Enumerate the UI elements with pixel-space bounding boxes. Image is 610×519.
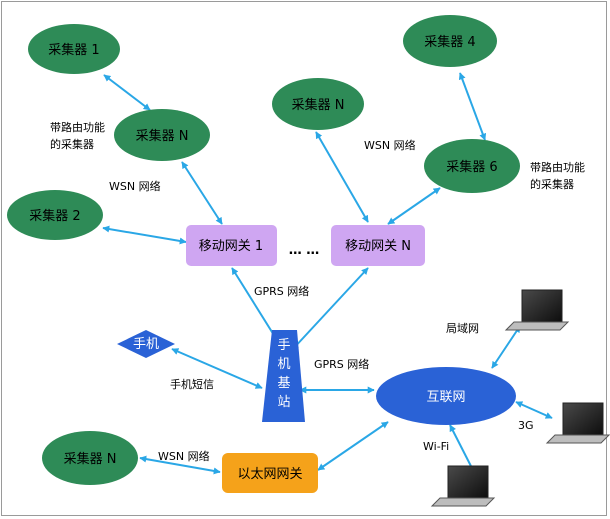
internet: 互联网 <box>376 367 516 425</box>
mobile-gateway-n-label: 移动网关 N <box>345 239 411 254</box>
base-station-char-1: 手 <box>277 338 290 353</box>
label-3g: 3G <box>518 419 534 432</box>
internet-shape <box>376 367 516 425</box>
collector-4-label: 采集器 4 <box>424 34 475 50</box>
label-wsn-right: WSN 网络 <box>364 138 416 152</box>
laptop-icon <box>504 289 570 331</box>
collector-1-shape <box>28 24 120 74</box>
link-internet-3g <box>515 401 553 419</box>
link-collector6-gatewayN <box>387 187 441 225</box>
label-gprs-top: GPRS 网络 <box>254 284 309 298</box>
mobile-gateway-n: 移动网关 N <box>331 225 425 266</box>
ethernet-gateway: 以太网网关 <box>222 453 318 493</box>
link-gatewayN-station <box>291 267 369 351</box>
collector-n-bottom: 采集器 N <box>42 431 138 485</box>
collector-6-label: 采集器 6 <box>446 159 497 175</box>
label-wsn-left: WSN 网络 <box>109 179 161 193</box>
phone: 手机 <box>117 330 175 358</box>
collector-n-bottom-shape <box>42 431 138 485</box>
laptop-icon <box>545 402 610 444</box>
collector-n-bottom-label: 采集器 N <box>64 451 117 467</box>
internet-label: 互联网 <box>426 390 465 405</box>
collector-1-label: 采集器 1 <box>48 42 99 58</box>
collector-4-shape <box>403 15 497 67</box>
base-station-shape <box>262 330 305 422</box>
collector-4: 采集器 4 <box>403 15 497 67</box>
laptop-wifi-screen <box>447 465 489 499</box>
collector-n-center-label: 采集器 N <box>292 97 345 113</box>
collector-2-shape <box>7 190 103 240</box>
collector-n-center-shape <box>272 78 364 130</box>
label-lan: 局域网 <box>446 322 479 335</box>
mobile-gateway-1-label: 移动网关 1 <box>199 239 263 254</box>
laptop-wifi-base <box>430 497 496 507</box>
link-collector2-gateway1 <box>102 225 187 245</box>
label-wsn-bottom: WSN 网络 <box>158 449 210 463</box>
collector-6: 采集器 6 <box>424 139 520 193</box>
link-collectorN-gateway1 <box>181 161 223 225</box>
collector-n-center: 采集器 N <box>272 78 364 130</box>
collector-2-label: 采集器 2 <box>29 208 80 224</box>
collector-n-top-shape <box>114 109 210 161</box>
link-collectorN-ethernet <box>139 455 221 475</box>
label-router-collector-left-line1: 带路由功能 <box>50 120 105 134</box>
link-collector1-collectorN <box>103 74 151 111</box>
link-phone-station <box>171 348 263 389</box>
label-router-collector-right-line1: 带路由功能 <box>530 160 585 174</box>
label-sms: 手机短信 <box>170 377 214 391</box>
collector-1: 采集器 1 <box>28 24 120 74</box>
collector-n-top: 采集器 N <box>114 109 210 161</box>
collector-6-shape <box>424 139 520 193</box>
laptop-lan-base <box>504 321 570 331</box>
base-station-char-2: 机 <box>277 357 290 372</box>
link-collector4-collector6 <box>458 72 487 141</box>
label-gprs-mid: GPRS 网络 <box>314 357 369 371</box>
base-station-char-4: 站 <box>277 395 290 410</box>
ethernet-gateway-shape <box>222 453 318 493</box>
label-wifi: Wi-Fi <box>423 440 449 453</box>
laptop-lan-screen <box>521 289 563 323</box>
base-station: 手 机 基 站 <box>262 330 305 422</box>
laptop-3g-screen <box>562 402 604 436</box>
phone-shape <box>117 330 175 358</box>
label-router-collector-right-line2: 的采集器 <box>530 177 574 191</box>
mobile-gateway-1-shape <box>186 225 277 266</box>
ethernet-gateway-label: 以太网网关 <box>237 467 302 482</box>
link-ethernet-internet <box>317 421 389 471</box>
laptop-icon <box>430 465 496 507</box>
mobile-gateway-1: 移动网关 1 <box>186 225 277 266</box>
base-station-char-3: 基 <box>277 376 290 391</box>
link-internet-lan <box>491 325 521 369</box>
collector-n-top-label: 采集器 N <box>136 128 189 144</box>
laptop-3g-base <box>545 434 610 444</box>
gateway-ellipsis: … … <box>289 243 320 258</box>
phone-label: 手机 <box>133 337 159 352</box>
mobile-gateway-n-shape <box>331 225 425 266</box>
label-router-collector-left-line2: 的采集器 <box>50 137 94 151</box>
collector-2: 采集器 2 <box>7 190 103 240</box>
link-collectorN-gatewayN <box>315 131 369 223</box>
